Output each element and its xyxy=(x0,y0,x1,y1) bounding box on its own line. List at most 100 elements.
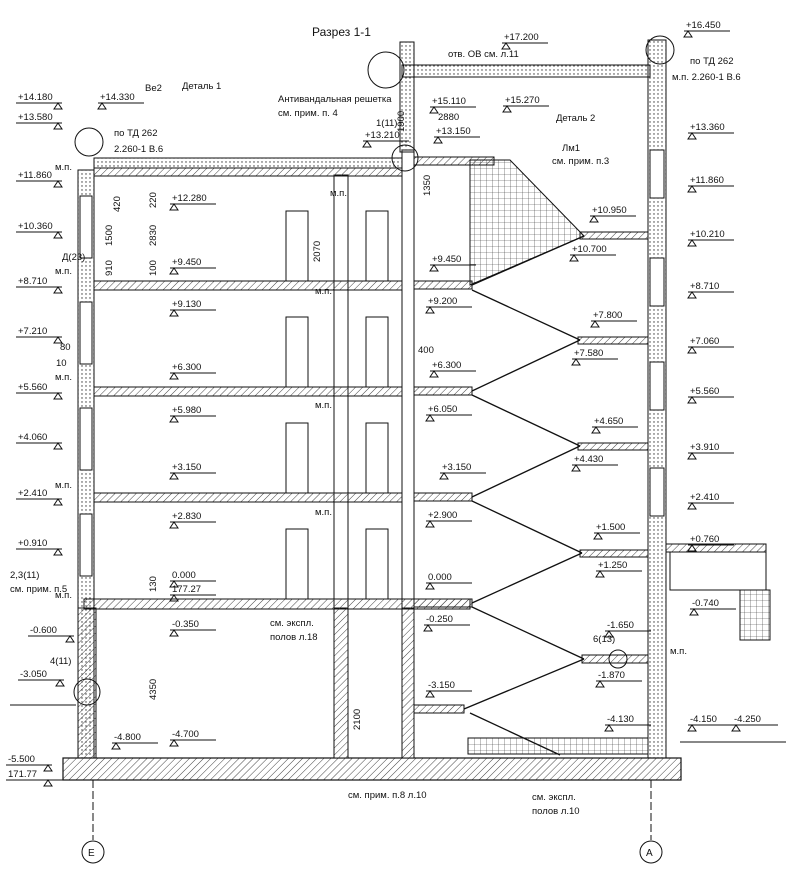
svg-text:+3.150: +3.150 xyxy=(442,462,471,473)
dim-1900: 1900 xyxy=(396,111,407,132)
basement-pit xyxy=(467,737,649,755)
svg-text:+7.800: +7.800 xyxy=(593,310,622,321)
svg-text:+13.210: +13.210 xyxy=(365,130,400,141)
stair-mark: +17.200 xyxy=(501,32,548,50)
note-antivandal: Антивандальная решетка xyxy=(278,94,392,105)
entry-block xyxy=(669,551,767,591)
floor-mark: +9.130 xyxy=(169,299,216,317)
svg-text:0.000: 0.000 xyxy=(428,572,452,583)
svg-text:+3.150: +3.150 xyxy=(172,462,201,473)
svg-text:+7.210: +7.210 xyxy=(18,326,47,337)
axis-bubble-e xyxy=(81,840,105,864)
svg-text:0.000: 0.000 xyxy=(172,570,196,581)
svg-text:+13.360: +13.360 xyxy=(690,122,725,133)
stair-mark: +9.450 xyxy=(429,254,476,272)
svg-text:+8.710: +8.710 xyxy=(18,276,47,287)
right-mark: -0.740 xyxy=(689,598,736,616)
note-detail1: Деталь 1 xyxy=(182,81,221,92)
windows-right xyxy=(649,149,665,517)
dim-400: 400 xyxy=(418,345,434,356)
note-td262-right: по ТД 262 xyxy=(690,56,733,67)
note-be2: Ве2 xyxy=(145,83,162,94)
note-d1-23: Д(23) xyxy=(62,252,85,263)
left-mark: +2.410 xyxy=(16,488,63,506)
left-mark: +11.860 xyxy=(16,170,63,188)
dim-4350: 4350 xyxy=(148,679,159,700)
stair-mark: +6.300 xyxy=(429,360,476,378)
dim-2100: 2100 xyxy=(352,709,363,730)
right-mark: -4.250 xyxy=(731,714,778,732)
floor-mark: -4.800 xyxy=(111,732,158,750)
stair-mark: -1.870 xyxy=(595,670,642,688)
svg-text:-0.250: -0.250 xyxy=(426,614,453,625)
mp-label: м.п. xyxy=(55,162,72,173)
inner-wall-basement-2 xyxy=(401,607,415,759)
stair-mark: +7.800 xyxy=(590,310,637,328)
svg-text:+11.860: +11.860 xyxy=(690,175,724,186)
left-mark: +7.210 xyxy=(16,326,63,344)
svg-text:+7.060: +7.060 xyxy=(690,336,719,347)
svg-text:+2.410: +2.410 xyxy=(690,492,719,503)
left-mark: +4.060 xyxy=(16,432,63,450)
svg-text:+9.450: +9.450 xyxy=(432,254,461,265)
dim-1500: 1500 xyxy=(104,225,115,246)
svg-text:+6.050: +6.050 xyxy=(428,404,457,415)
floor-mark: +12.280 xyxy=(169,193,216,211)
stair-mark: +15.110 xyxy=(429,96,476,114)
dim-80: 80 xyxy=(60,342,71,353)
svg-text:+15.270: +15.270 xyxy=(505,95,540,106)
svg-text:+9.200: +9.200 xyxy=(428,296,457,307)
right-mark: +5.560 xyxy=(687,386,734,404)
svg-text:+0.910: +0.910 xyxy=(18,538,47,549)
dim-10: 10 xyxy=(56,358,67,369)
note-td262-right-b: м.п. 2.260-1 В.6 xyxy=(672,72,741,83)
svg-text:-0.600: -0.600 xyxy=(30,625,57,636)
stair-mark: +10.950 xyxy=(589,205,636,223)
svg-text:+8.710: +8.710 xyxy=(690,281,719,292)
right-mark: +10.210 xyxy=(687,229,734,247)
windows-left xyxy=(79,195,93,577)
svg-text:+14.330: +14.330 xyxy=(100,92,135,103)
svg-text:+4.430: +4.430 xyxy=(574,454,603,465)
right-mark: +3.910 xyxy=(687,442,734,460)
stair-mark: 0.000 xyxy=(425,572,472,590)
stair-flights xyxy=(463,235,585,756)
floor-mark: +3.150 xyxy=(169,462,216,480)
svg-text:+5.560: +5.560 xyxy=(18,382,47,393)
stair-mark: +13.150 xyxy=(433,126,480,144)
left-mark: -3.050 xyxy=(18,669,65,687)
svg-text:+12.280: +12.280 xyxy=(172,193,207,204)
mp-label: м.п. xyxy=(315,400,332,411)
floor-mark: -4.700 xyxy=(169,729,216,747)
right-mark: +0.760 xyxy=(687,534,734,552)
dim-2880: 2880 xyxy=(438,112,459,123)
stair-mark: +7.580 xyxy=(571,348,618,366)
svg-text:-4.700: -4.700 xyxy=(172,729,199,740)
svg-text:+10.360: +10.360 xyxy=(18,221,53,232)
mp-label: м.п. xyxy=(55,480,72,491)
stair-landings xyxy=(413,156,649,714)
parapet-right xyxy=(399,41,415,153)
doors xyxy=(285,210,389,600)
floor-mark: 0.000 xyxy=(169,570,216,588)
floor-mark: +6.300 xyxy=(169,362,216,380)
svg-text:+9.130: +9.130 xyxy=(172,299,201,310)
svg-text:+1.500: +1.500 xyxy=(596,522,625,533)
stair-mark: +1.500 xyxy=(593,522,640,540)
roof-left xyxy=(93,157,403,169)
dim-130: 130 xyxy=(148,576,159,592)
left-mark: +14.180 xyxy=(16,92,63,110)
stair-mark: -4.130 xyxy=(604,714,651,732)
svg-text:+7.580: +7.580 xyxy=(574,348,603,359)
svg-text:171.77: 171.77 xyxy=(8,769,37,780)
left-mark: -5.500 xyxy=(6,754,53,772)
axis-label-a: А xyxy=(646,848,653,859)
right-mark: +13.360 xyxy=(687,122,734,140)
svg-text:+2.410: +2.410 xyxy=(18,488,47,499)
floor-mark: +5.980 xyxy=(169,405,216,423)
dimension-labels: 420 220 1500 2830 910 100 130 2070 4350 … xyxy=(56,111,459,730)
stair-mark: +4.650 xyxy=(591,416,638,434)
svg-text:177.27: 177.27 xyxy=(172,584,201,595)
stair-mark: -1.650 xyxy=(604,620,651,638)
roof-right xyxy=(401,64,651,78)
